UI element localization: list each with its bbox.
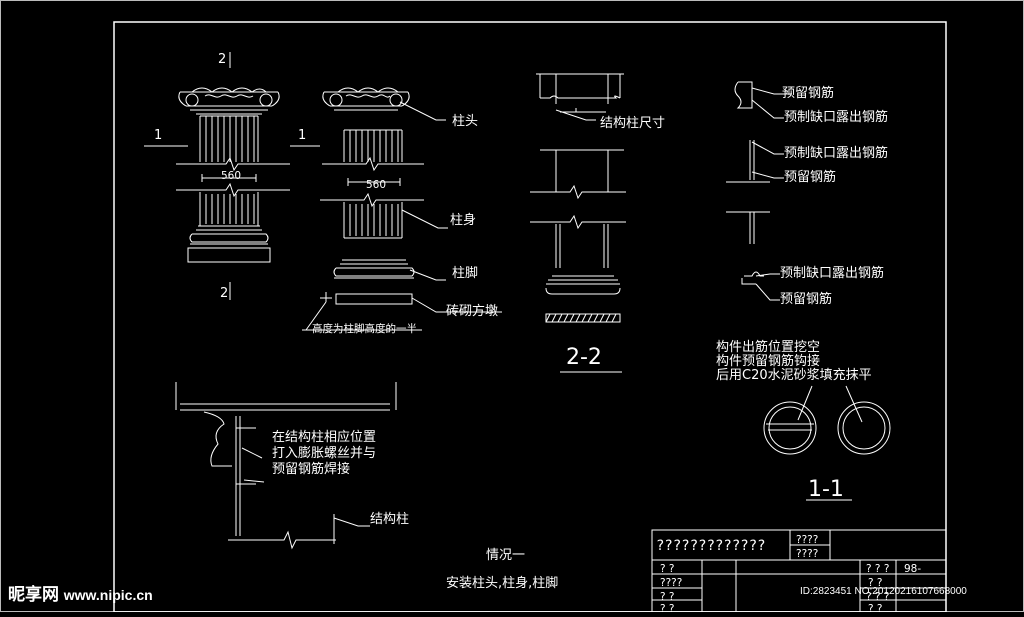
section-mark-bottom: 2 — [220, 286, 229, 301]
callout-brick-pier: 砖砌方墩 — [446, 304, 499, 319]
title-block-c5: ? ? ? — [866, 563, 890, 575]
title-block-c4: ? ? — [660, 603, 675, 615]
watermark-id: ID:2823451 NO:20120216107668000 — [800, 586, 967, 597]
detail-note-line1: 在结构柱相应位置 — [272, 430, 377, 445]
construction-note-line2: 构件预留钢筋钩接 — [716, 354, 821, 369]
detail-note-line2: 打入膨胀螺丝并与 — [272, 446, 377, 461]
title-block-c2: ???? — [660, 577, 683, 589]
section-mark-right: 1 — [298, 128, 307, 143]
title-block-c3: ? ? — [660, 591, 675, 603]
callout-structural-size: 结构柱尺寸 — [600, 116, 666, 131]
title-block-c8: ? ? ? — [866, 591, 890, 603]
structural-column-detail — [175, 382, 397, 550]
section-2-2 — [530, 73, 626, 373]
rebar-details — [726, 81, 792, 301]
title-block-c9: ? ? — [868, 603, 883, 615]
rebar-note-2: 预制缺口露出钢筋 — [784, 110, 889, 125]
rebar-note-4: 预留钢筋 — [784, 170, 837, 185]
callout-base: 柱脚 — [452, 266, 479, 281]
column-exploded-center — [302, 87, 502, 331]
section-1-1 — [763, 385, 891, 501]
callout-height-note: 高度为柱脚高度的一半 — [312, 323, 417, 335]
callout-capital: 柱头 — [452, 114, 479, 129]
detail-note-line3: 预留钢筋焊接 — [272, 462, 351, 477]
case-title: 情况一 — [486, 548, 526, 563]
dimension-center: 560 — [366, 179, 387, 191]
rebar-note-3: 预制缺口露出钢筋 — [784, 146, 889, 161]
structural-column-label: 结构柱 — [370, 512, 410, 527]
case-subtitle: 安装柱头,柱身,柱脚 — [446, 576, 559, 591]
column-elevation-left — [144, 52, 320, 300]
watermark-url: www.nipic.cn — [63, 587, 153, 603]
rebar-note-5: 预制缺口露出钢筋 — [780, 266, 885, 281]
title-block-c6: 98- — [904, 563, 922, 575]
section-title-1-1: 1-1 — [808, 477, 844, 502]
rebar-note-1: 预留钢筋 — [782, 86, 835, 101]
title-block-c7: ? ? — [868, 577, 883, 589]
title-block-main: ????????????? — [656, 538, 766, 554]
section-mark-left: 1 — [154, 128, 163, 143]
drawing-border — [113, 21, 947, 612]
construction-note-line3: 后用C20水泥砂浆填充抹平 — [716, 368, 872, 383]
dimension-left: 560 — [221, 170, 242, 182]
watermark-brand: 昵享网 www.nipic.cn — [8, 585, 153, 604]
title-block-r1b: ???? — [796, 548, 819, 560]
rebar-note-6: 预留钢筋 — [780, 292, 833, 307]
callout-shaft: 柱身 — [450, 213, 477, 228]
title-block-r1a: ???? — [796, 534, 819, 546]
section-title-2-2: 2-2 — [566, 345, 602, 370]
title-block — [651, 529, 947, 612]
construction-note-line1: 构件出筋位置挖空 — [716, 340, 821, 355]
section-mark-top: 2 — [218, 52, 227, 67]
title-block-c1: ? ? — [660, 563, 675, 575]
